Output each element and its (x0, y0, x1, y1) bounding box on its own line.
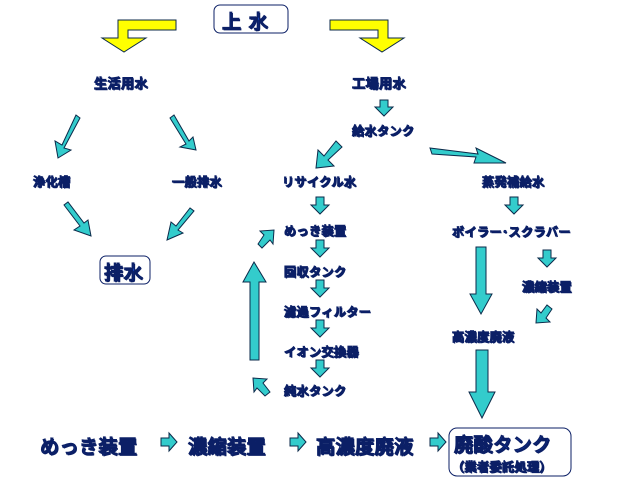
arrow-plating-to-recovery (309, 239, 331, 258)
recovery-tank-label: 回収タンク (284, 265, 347, 280)
arrow-general-to-drain (166, 207, 195, 241)
recycle-water-label: リサイクル水 (282, 175, 357, 190)
arrow-to-feed-tank (373, 99, 395, 117)
steam-makeup-label: 蒸発補給水 (482, 175, 545, 190)
factory-water-label: 工場用水 (352, 77, 407, 93)
arrow-into-plating (257, 229, 275, 249)
general-drain-label: 一般排水 (172, 175, 223, 190)
drain-box (99, 255, 151, 285)
purifier-label: 浄化槽 (33, 175, 71, 190)
arrow-ion-to-pure (309, 359, 331, 378)
concentrator-side-label: 濃縮装置 (522, 280, 573, 295)
arrow-to-steam (429, 147, 507, 164)
domestic-water-label: 生活用水 (94, 77, 149, 93)
arrow-bottom-1 (160, 431, 178, 453)
arrow-bottom-3 (429, 431, 447, 453)
waste-acid-tank-label: 廃酸タンク (454, 434, 552, 457)
yellow-arrow-right (329, 19, 406, 53)
bottom-high-conc-label: 高濃度廃液 (316, 436, 414, 459)
arrow-to-concentrator (536, 249, 558, 268)
bottom-concentrator-label: 濃縮装置 (188, 436, 267, 459)
bottom-plating-label: めっき装置 (40, 436, 138, 459)
arrow-filter-to-ion (309, 319, 331, 338)
arrow-purifier-to-drain (63, 201, 92, 237)
boiler-scrubber-label: ボイラー･スクラバー (452, 225, 571, 240)
arrow-boiler-down (469, 246, 493, 316)
arrow-to-purifier (54, 114, 81, 159)
feed-tank-label: 給水タンク (352, 124, 415, 139)
arrow-to-general (169, 114, 197, 151)
filter-label: 濾過フィルター (284, 305, 372, 320)
arrow-recovery-to-filter (309, 279, 331, 298)
plating-device-label: めっき装置 (284, 224, 347, 239)
water-source-label: 上 水 (222, 11, 269, 34)
contractor-disposal-label: （業者委託処理） (452, 460, 553, 475)
arrow-highconc-to-tank (468, 349, 496, 420)
drain-label: 排水 (104, 262, 144, 285)
arrow-pure-return (252, 377, 271, 397)
waste-tank-box (448, 427, 572, 477)
arrow-concentrator-to-highconc (535, 304, 553, 324)
ion-exchanger-label: イオン交換器 (284, 345, 360, 360)
arrow-loop-up (242, 260, 267, 361)
pure-water-tank-label: 純水タンク (284, 384, 347, 399)
yellow-arrow-left (100, 19, 177, 53)
high-conc-side-label: 高濃度廃液 (452, 330, 515, 345)
source-box (213, 4, 289, 34)
arrow-to-recycle (315, 140, 343, 169)
arrow-steam-to-boiler (503, 196, 525, 215)
arrow-bottom-2 (289, 431, 307, 453)
arrow-recycle-to-plating (309, 196, 331, 215)
